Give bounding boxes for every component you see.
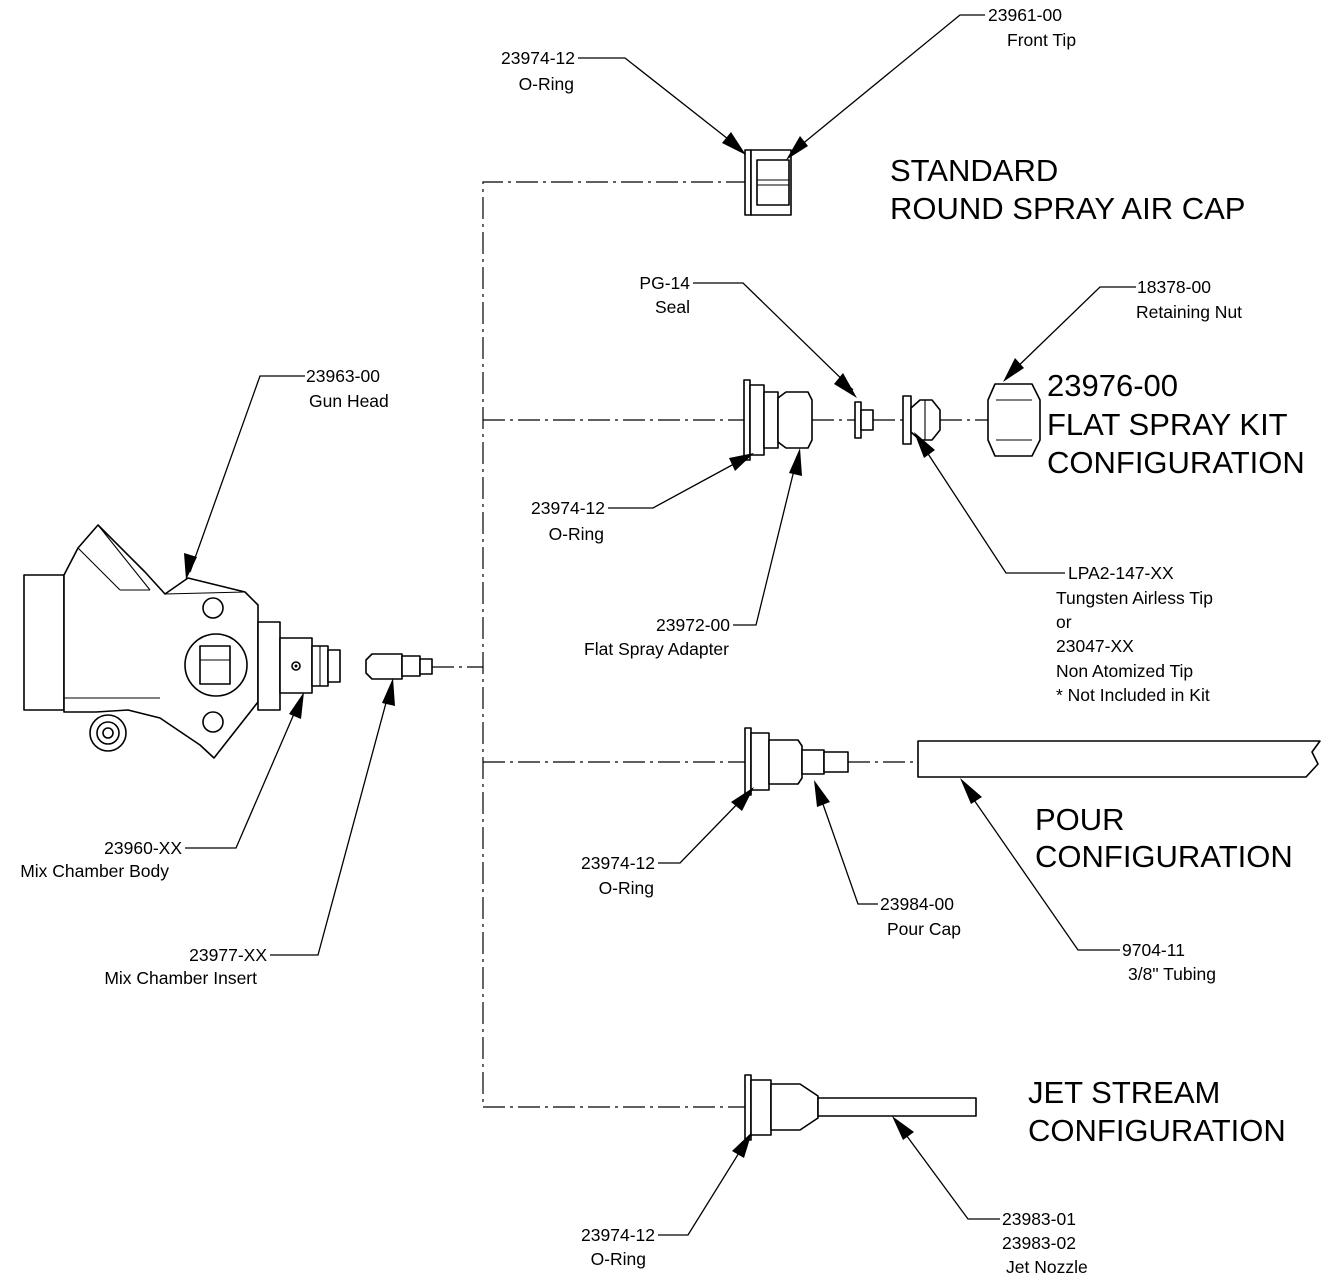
jet-nozzle-label: Jet Nozzle bbox=[1006, 1257, 1088, 1277]
flat-kit-number: 23976-00 bbox=[1047, 368, 1178, 403]
seal-part-number: PG-14 bbox=[639, 273, 690, 293]
tubing-part-number: 9704-11 bbox=[1122, 940, 1185, 960]
callout-labels: 23961-00 Front Tip 23974-12 O-Ring PG-14… bbox=[20, 5, 1242, 1277]
pour-cap-part-number: 23984-00 bbox=[880, 894, 954, 914]
flat-spray-kit-parts bbox=[743, 379, 1041, 461]
seal-label: Seal bbox=[655, 297, 690, 317]
gun-head-label: Gun Head bbox=[309, 391, 389, 411]
jet-nozzle-part-number-2: 23983-02 bbox=[1002, 1233, 1076, 1253]
front-tip-label: Front Tip bbox=[1007, 30, 1076, 50]
standard-title-line2: ROUND SPRAY AIR CAP bbox=[890, 191, 1245, 226]
mix-chamber-body-part bbox=[257, 621, 341, 711]
retaining-nut-part-number: 18378-00 bbox=[1137, 277, 1211, 297]
airless-tip-or: or bbox=[1056, 612, 1072, 632]
mix-chamber-body-part-number: 23960-XX bbox=[104, 838, 182, 858]
oring-jet-part-number: 23974-12 bbox=[581, 1225, 655, 1245]
jet-stream-configuration-parts bbox=[744, 1074, 977, 1141]
leader-lines bbox=[184, 14, 1136, 1236]
mix-chamber-insert-part bbox=[365, 653, 433, 680]
pour-title-line2: CONFIGURATION bbox=[1035, 839, 1293, 874]
not-included-note: * Not Included in Kit bbox=[1056, 685, 1210, 705]
gun-head-part bbox=[23, 524, 259, 759]
non-atomized-tip-label: Non Atomized Tip bbox=[1056, 661, 1193, 681]
retaining-nut-label: Retaining Nut bbox=[1136, 302, 1242, 322]
oring-jet-label: O-Ring bbox=[591, 1249, 646, 1269]
mix-chamber-insert-label: Mix Chamber Insert bbox=[104, 968, 257, 988]
configuration-titles: STANDARD ROUND SPRAY AIR CAP 23976-00 FL… bbox=[890, 153, 1305, 1148]
pour-configuration-parts bbox=[744, 727, 1321, 796]
airless-tip-label: Tungsten Airless Tip bbox=[1056, 588, 1213, 608]
oring-pour-part-number: 23974-12 bbox=[581, 853, 655, 873]
jet-nozzle-part-number-1: 23983-01 bbox=[1002, 1209, 1076, 1229]
standard-air-cap-parts bbox=[744, 149, 792, 216]
oring-pour-label: O-Ring bbox=[599, 878, 654, 898]
oring-standard-label: O-Ring bbox=[519, 74, 574, 94]
flat-kit-title-line2: FLAT SPRAY KIT bbox=[1047, 407, 1288, 442]
flat-adapter-label: Flat Spray Adapter bbox=[584, 639, 729, 659]
mix-chamber-body-label: Mix Chamber Body bbox=[20, 861, 169, 881]
tubing-label: 3/8" Tubing bbox=[1128, 964, 1216, 984]
oring-flat-part-number: 23974-12 bbox=[531, 498, 605, 518]
oring-standard-part-number: 23974-12 bbox=[501, 48, 575, 68]
airless-tip-part-number: LPA2-147-XX bbox=[1068, 563, 1174, 583]
oring-flat-label: O-Ring bbox=[549, 524, 604, 544]
pour-cap-label: Pour Cap bbox=[887, 919, 961, 939]
standard-title-line1: STANDARD bbox=[890, 153, 1058, 188]
flat-kit-title-line3: CONFIGURATION bbox=[1047, 445, 1305, 480]
non-atomized-tip-part-number: 23047-XX bbox=[1056, 636, 1134, 656]
front-tip-part-number: 23961-00 bbox=[988, 5, 1062, 25]
flat-adapter-part-number: 23972-00 bbox=[656, 615, 730, 635]
gun-head-part-number: 23963-00 bbox=[306, 366, 380, 386]
jet-title-line1: JET STREAM bbox=[1028, 1075, 1220, 1110]
center-lines bbox=[432, 181, 988, 1108]
pour-title-line1: POUR bbox=[1035, 802, 1125, 837]
mix-chamber-insert-part-number: 23977-XX bbox=[189, 945, 267, 965]
jet-title-line2: CONFIGURATION bbox=[1028, 1113, 1286, 1148]
